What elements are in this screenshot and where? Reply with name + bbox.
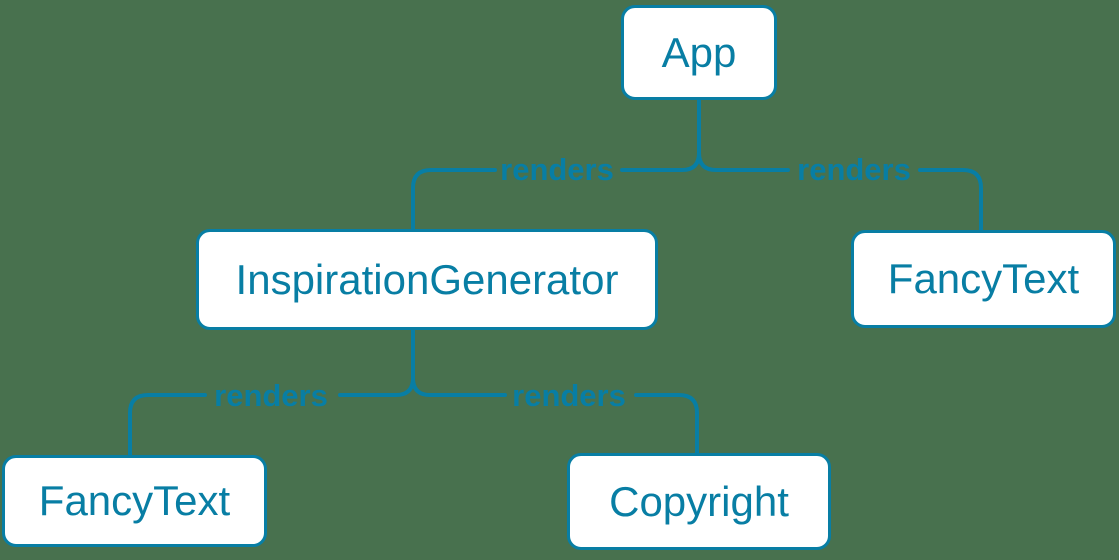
- edge-inspirationgenerator-to-copyright: [411, 376, 699, 455]
- node-fancy-text-top: FancyText: [851, 230, 1116, 328]
- node-fancy-text-bottom-label: FancyText: [38, 477, 231, 524]
- node-inspiration-generator: InspirationGenerator: [196, 229, 658, 330]
- edge-label-app-fancytext: renders: [797, 152, 911, 187]
- node-app-label: App: [661, 28, 737, 76]
- node-fancy-text-top-label: FancyText: [887, 255, 1080, 302]
- node-fancy-text-bottom: FancyText: [2, 455, 267, 547]
- edge-label-inspirationgenerator-copyright: renders: [512, 378, 626, 413]
- node-copyright-label: Copyright: [609, 477, 789, 525]
- edge-app-to-fancytext: [697, 151, 983, 232]
- node-app: App: [621, 5, 777, 100]
- node-copyright: Copyright: [567, 453, 831, 550]
- edge-label-inspirationgenerator-fancytext: renders: [214, 378, 328, 413]
- node-inspiration-generator-label: InspirationGenerator: [235, 255, 619, 303]
- edge-label-app-inspirationgenerator: renders: [500, 152, 614, 187]
